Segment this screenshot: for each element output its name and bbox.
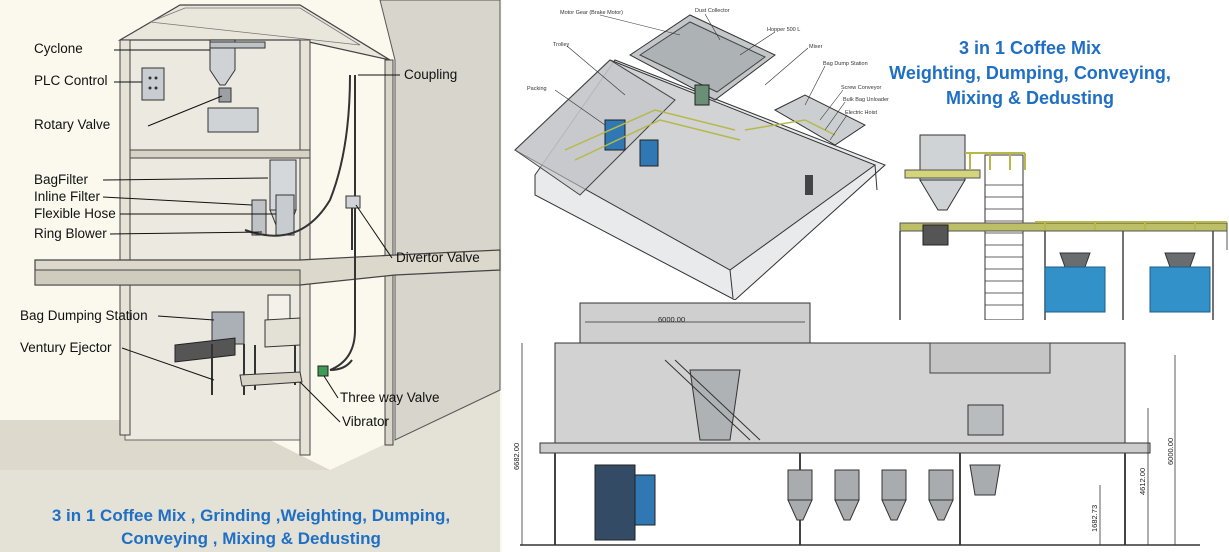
iso-label-screw-conveyor: Screw Conveyor [841,85,882,91]
label-bagfilter: BagFilter [34,172,89,187]
side-structure-drawing [899,134,1228,320]
label-plc-control: PLC Control [34,73,108,88]
label-rotary-valve: Rotary Valve [34,117,111,132]
isometric-view-panel: Motor Gear (Brake Motor) Dust Collector … [505,0,895,300]
iso-label-bulk-bag-unloader: Bulk Bag Unloader [843,97,889,103]
dim-height-left: 6682.00 [512,442,521,470]
dim-height-low: 1682.73 [1090,504,1099,532]
right-caption-line2: Weighting, Dumping, Conveying, [889,63,1171,83]
label-vibrator: Vibrator [342,414,390,429]
elevation-drawing-panel: 6000.00 6682.00 4612.00 6000.00 1682.73 [500,300,1229,552]
label-bag-dumping-station: Bag Dumping Station [20,308,148,323]
iso-label-electric-hoist: Electric Hoist [845,110,878,116]
label-coupling: Coupling [404,67,458,82]
right-caption-line1: 3 in 1 Coffee Mix [958,38,1102,58]
label-flexible-hose: Flexible Hose [34,206,116,221]
dim-width-top: 6000.00 [658,315,686,324]
dim-height-right-a: 4612.00 [1138,467,1147,495]
side-structure-panel [895,125,1229,320]
iso-label-motor-gear: Motor Gear (Brake Motor) [560,10,623,16]
right-caption-line3: Mixing & Dedusting [946,88,1114,108]
elevation-drawing [520,302,1200,546]
label-divertor-valve: Divertor Valve [396,250,480,265]
iso-label-dust-collector: Dust Collector [695,8,730,14]
label-inline-filter: Inline Filter [34,189,101,204]
dim-height-right-b: 6000.00 [1166,437,1175,465]
iso-label-packing: Packing [527,86,547,92]
label-ring-blower: Ring Blower [34,226,107,241]
iso-label-bag-dump-station: Bag Dump Station [823,61,868,67]
tower-sketch-drawing [0,0,501,552]
label-venturi-ejector: Ventury Ejector [20,340,112,355]
iso-label-trolley: Trolley [553,42,570,48]
left-caption-line2: Conveying , Mixing & Dedusting [121,529,381,548]
left-caption: 3 in 1 Coffee Mix , Grinding ,Weighting,… [0,504,502,550]
tower-sketch-panel: Cyclone PLC Control Rotary Valve BagFilt… [0,0,502,552]
iso-label-mixer: Mixer [809,44,823,50]
label-three-way-valve: Three way Valve [340,390,440,405]
iso-label-hopper: Hopper 500 L [767,27,801,33]
right-caption: 3 in 1 Coffee Mix Weighting, Dumping, Co… [880,36,1180,111]
label-cyclone: Cyclone [34,41,83,56]
isometric-drawing [514,13,886,300]
left-caption-line1: 3 in 1 Coffee Mix , Grinding ,Weighting,… [51,506,451,525]
